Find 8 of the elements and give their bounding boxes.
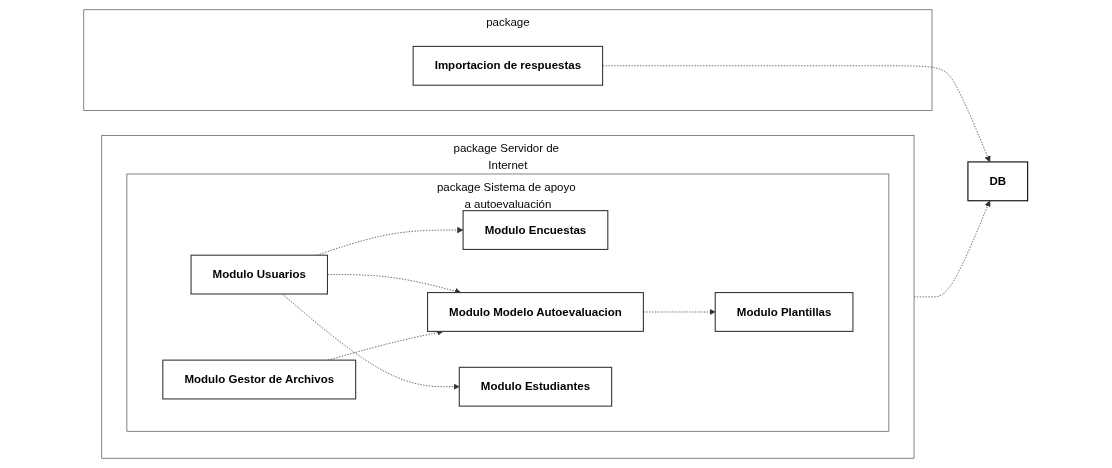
- node-box: Modulo Gestor de Archivos: [162, 359, 357, 400]
- node-box: Modulo Plantillas: [715, 292, 854, 332]
- node-box: Modulo Usuarios: [190, 254, 329, 295]
- node-box: Modulo Modelo Autoevaluacion: [427, 292, 645, 332]
- node-box: DB: [967, 161, 1029, 202]
- node-box: Modulo Encuestas: [462, 210, 609, 250]
- node-box: Importacion de respuestas: [412, 45, 604, 86]
- node-box: Modulo Estudiantes: [459, 366, 613, 407]
